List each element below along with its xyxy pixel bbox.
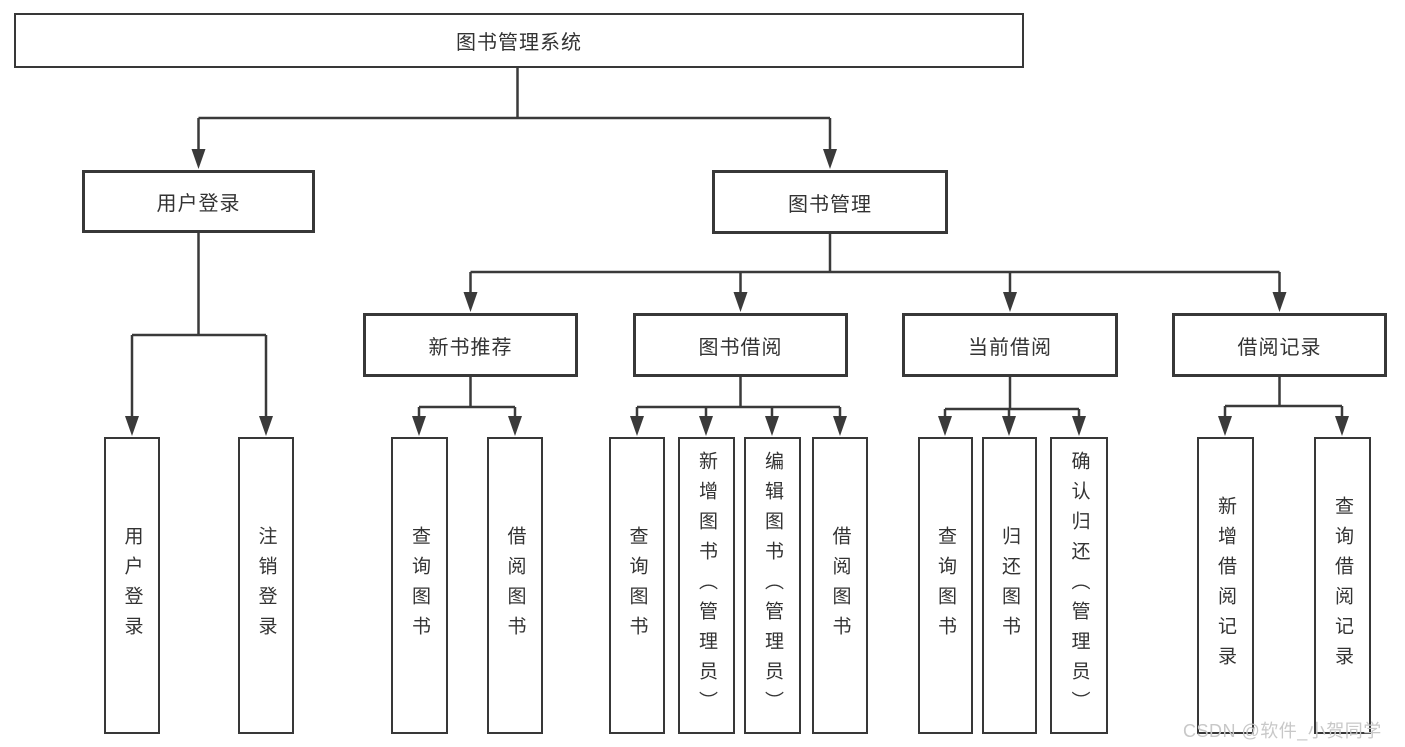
leaf-query-books-borrow-label: 查询图书 <box>626 525 648 646</box>
leaf-logout-label: 注销登录 <box>255 525 277 646</box>
leaf-borrow-books: 借阅图书 <box>812 437 868 734</box>
node-current-borrow: 当前借阅 <box>902 313 1118 377</box>
leaf-confirm-return-admin: 确认归还（管理员） <box>1050 437 1108 734</box>
leaf-return-book-label: 归还图书 <box>999 525 1020 646</box>
connector-book-borrow-children <box>630 377 847 436</box>
connector-user-login-children <box>125 233 273 436</box>
node-book-management-label: 图书管理 <box>788 193 872 216</box>
leaf-query-borrow-record: 查询借阅记录 <box>1314 437 1371 734</box>
connector-current-borrow-children <box>938 377 1086 436</box>
connector-root-to-level2 <box>191 68 837 169</box>
leaf-borrow-books-recommend: 借阅图书 <box>487 437 543 734</box>
node-user-login: 用户登录 <box>82 170 315 233</box>
leaf-borrow-books-label: 借阅图书 <box>829 525 851 646</box>
leaf-query-books-current-label: 查询图书 <box>935 525 956 646</box>
node-new-book-recommend: 新书推荐 <box>363 313 578 377</box>
node-user-login-label: 用户登录 <box>156 193 241 215</box>
leaf-borrow-books-recommend-label: 借阅图书 <box>504 525 526 646</box>
leaf-query-books-current: 查询图书 <box>918 437 973 734</box>
node-root-system: 图书管理系统 <box>14 13 1024 68</box>
watermark: CSDN @软件_小贺同学 <box>1183 721 1382 741</box>
leaf-query-books-borrow: 查询图书 <box>609 437 665 734</box>
leaf-add-borrow-record-label: 新增借阅记录 <box>1215 495 1236 676</box>
leaf-edit-book-admin: 编辑图书（管理员） <box>744 437 801 734</box>
leaf-confirm-return-admin-label: 确认归还（管理员） <box>1068 450 1090 721</box>
leaf-user-login-label: 用户登录 <box>121 525 143 646</box>
node-book-borrow: 图书借阅 <box>633 313 848 377</box>
leaf-logout: 注销登录 <box>238 437 294 734</box>
node-book-borrow-label: 图书借阅 <box>698 336 783 359</box>
leaf-add-borrow-record: 新增借阅记录 <box>1197 437 1254 734</box>
leaf-query-borrow-record-label: 查询借阅记录 <box>1332 495 1353 676</box>
leaf-return-book: 归还图书 <box>982 437 1037 734</box>
leaf-edit-book-admin-label: 编辑图书（管理员） <box>762 450 783 721</box>
leaf-query-books-recommend-label: 查询图书 <box>409 525 430 646</box>
node-current-borrow-label: 当前借阅 <box>968 336 1052 359</box>
node-borrow-records-label: 借阅记录 <box>1237 336 1322 359</box>
connector-new-book-children <box>412 377 522 436</box>
leaf-query-books-recommend: 查询图书 <box>391 437 448 734</box>
leaf-add-book-admin-label: 新增图书（管理员） <box>696 450 717 721</box>
node-new-book-recommend-label: 新书推荐 <box>428 336 513 359</box>
connector-borrow-records-children <box>1218 377 1349 436</box>
leaf-add-book-admin: 新增图书（管理员） <box>678 437 735 734</box>
node-root-label: 图书管理系统 <box>456 32 582 54</box>
leaf-user-login: 用户登录 <box>104 437 160 734</box>
node-borrow-records: 借阅记录 <box>1172 313 1387 377</box>
connector-book-management-children <box>463 234 1287 312</box>
node-book-management: 图书管理 <box>712 170 948 234</box>
